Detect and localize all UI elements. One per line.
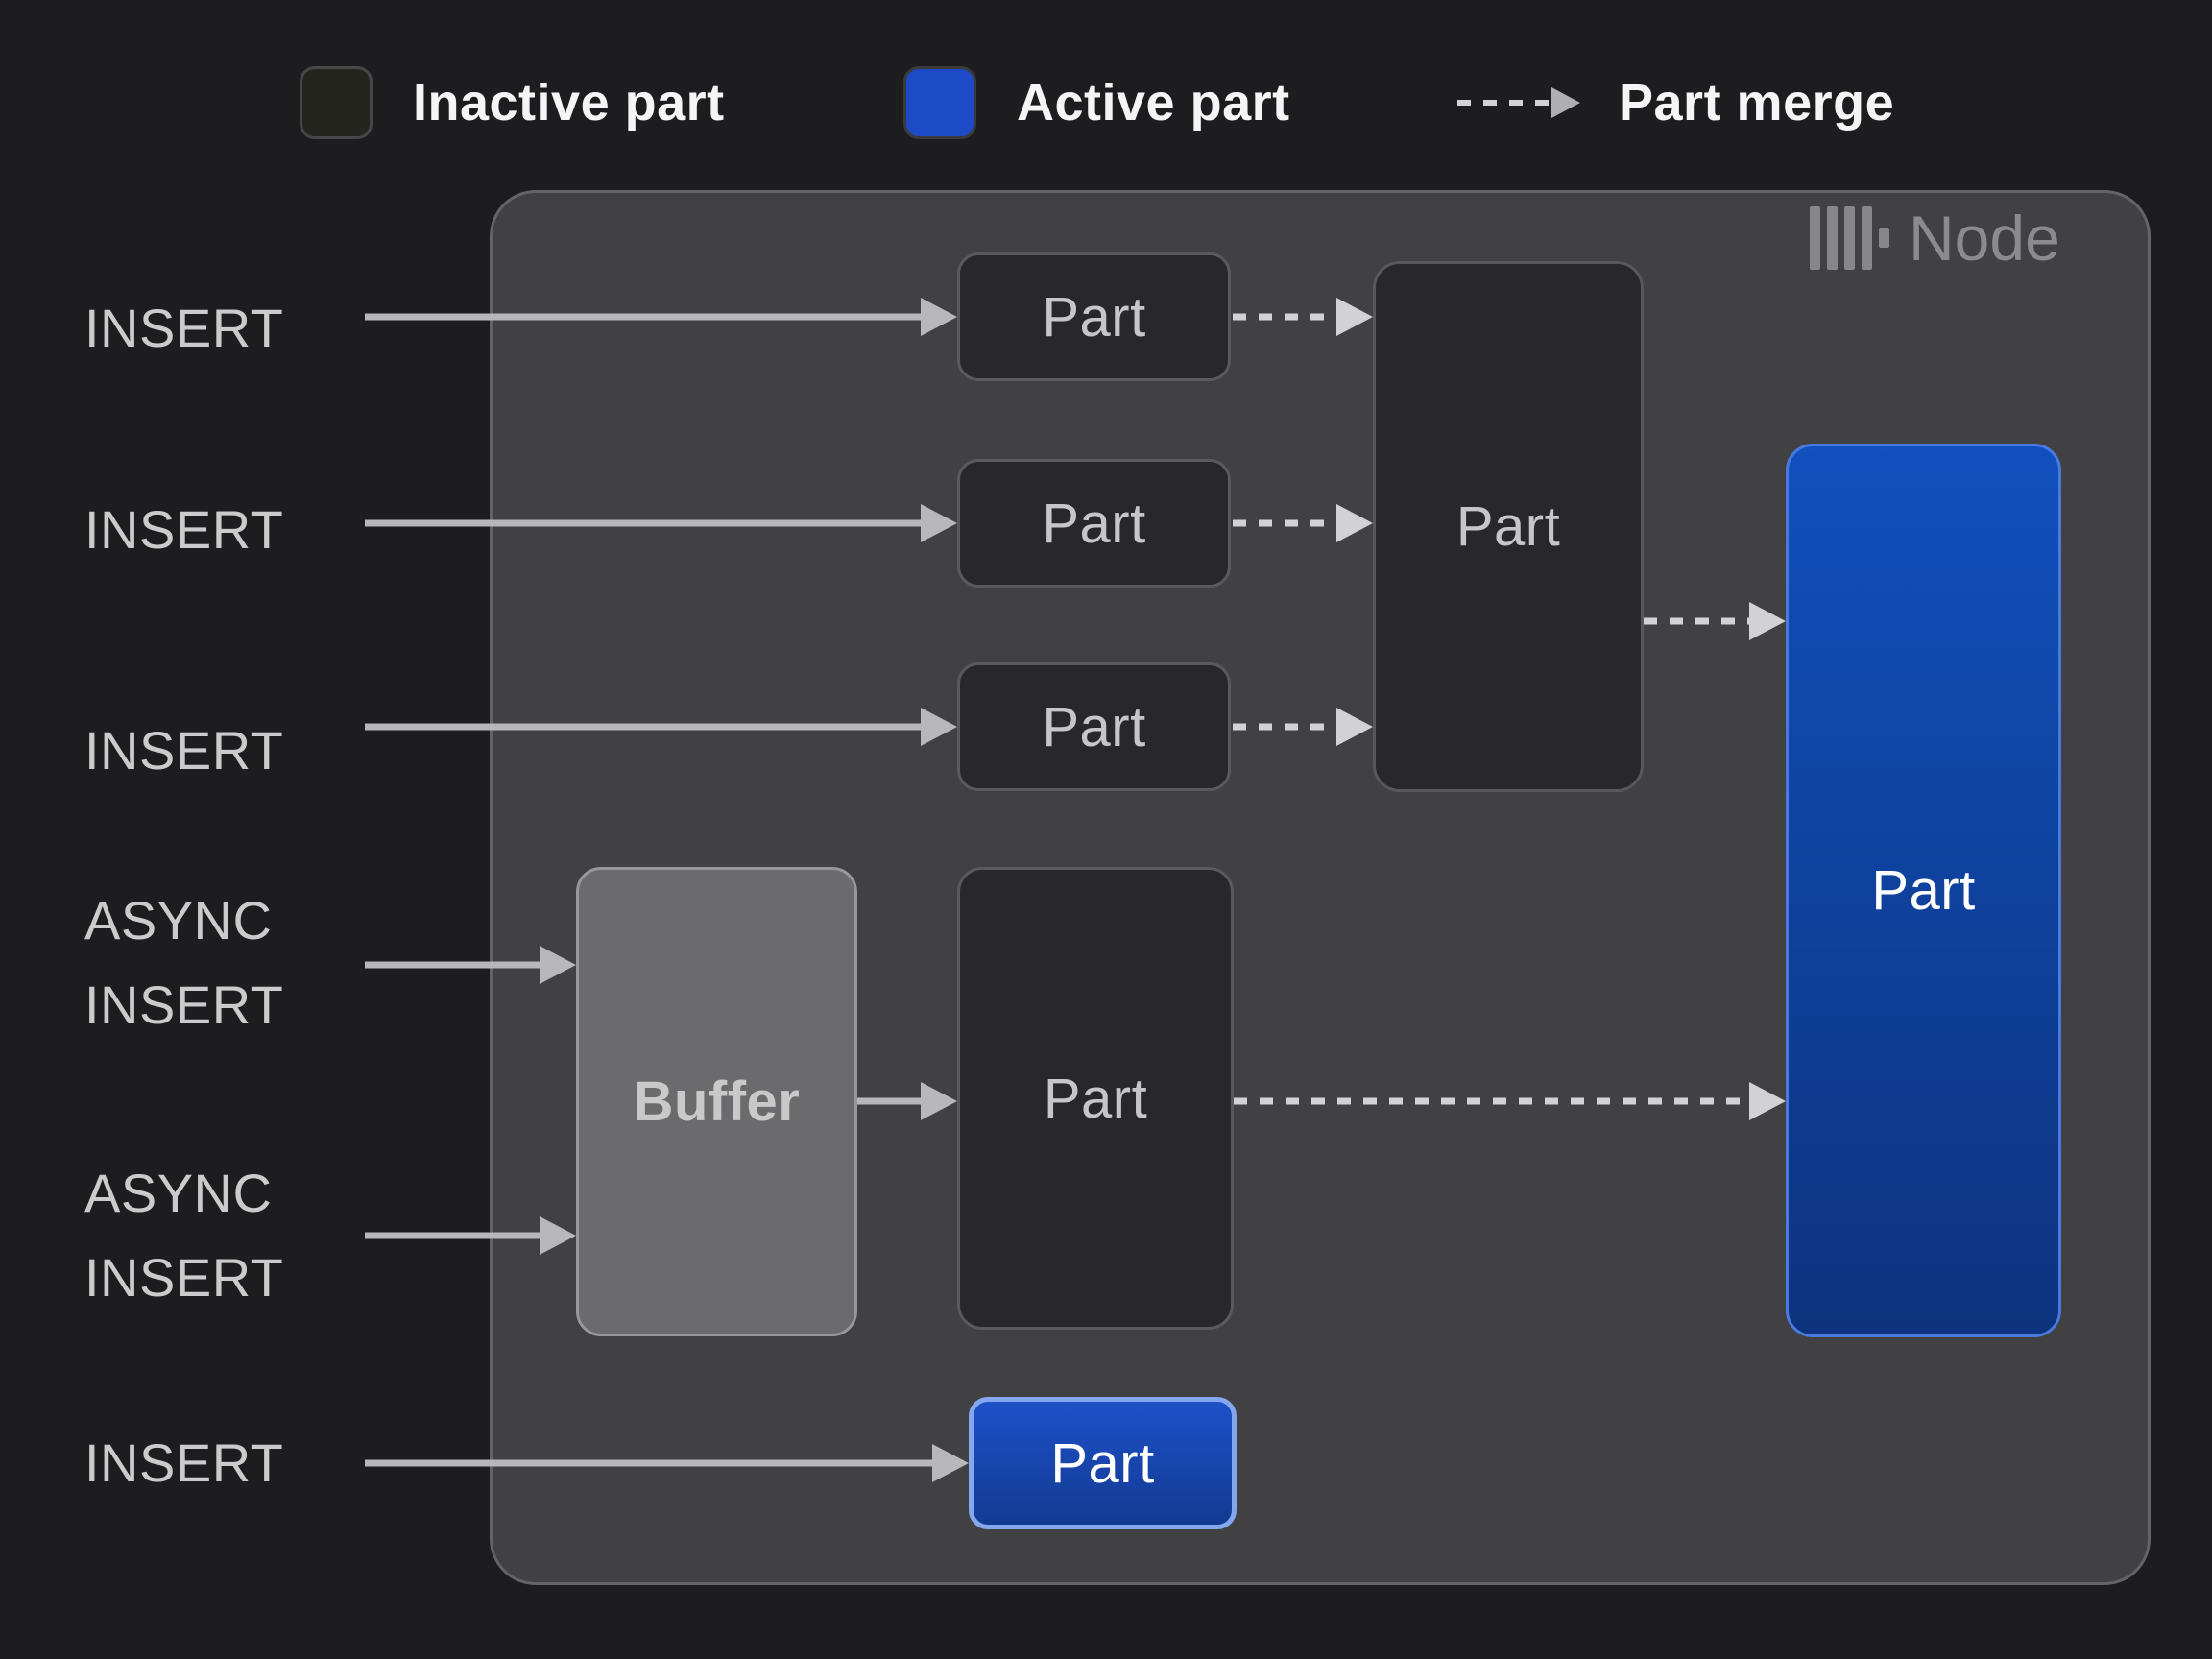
merge-arrow-part1: [1233, 296, 1373, 338]
async-insert-arrow-1: [365, 944, 576, 986]
merged-part-box: Part: [1373, 261, 1644, 792]
active-part-swatch-icon: [903, 66, 976, 139]
active-part-box-small: Part: [969, 1397, 1237, 1529]
insert-arrow-2: [365, 502, 957, 544]
inactive-part-swatch-icon: [300, 66, 373, 139]
arrow-head: [1551, 87, 1580, 118]
buffer-box-label: Buffer: [633, 1070, 801, 1133]
insert-label-4: INSERT: [84, 1432, 284, 1493]
merge-arrow-buffered-to-active: [1234, 1080, 1786, 1122]
part-box-label: Part: [1042, 492, 1146, 555]
bar-dot: [1879, 228, 1889, 248]
merge-arrow-merged-to-active: [1644, 600, 1786, 642]
legend-item-part-merge: Part merge: [1457, 69, 1894, 136]
arrow-head: [1336, 504, 1373, 542]
arrow-shaft: [365, 723, 925, 731]
arrow-head: [932, 1444, 969, 1482]
insert-arrow-1: [365, 296, 957, 338]
arrow-head: [1749, 602, 1786, 640]
arrow-shaft: [365, 961, 543, 969]
arrow-shaft: [365, 1232, 543, 1239]
active-part-box-large: Part: [1786, 444, 2061, 1337]
buffer-box: Buffer: [576, 867, 857, 1336]
legend-label-inactive: Inactive part: [413, 74, 725, 132]
arrow-shaft: [1233, 723, 1340, 731]
arrow-shaft: [1234, 1097, 1753, 1105]
insert-label-3: INSERT: [84, 720, 284, 781]
arrow-shaft: [857, 1097, 925, 1105]
async-insert-label-1: ASYNC INSERT: [84, 890, 284, 1035]
arrow-head: [1336, 298, 1373, 336]
legend-item-inactive-part: Inactive part: [300, 66, 725, 139]
clickhouse-bars-icon: [1810, 206, 1889, 270]
insert-label-1: INSERT: [84, 298, 284, 358]
part-box-label: Part: [1043, 1067, 1148, 1130]
insert-arrow-4: [365, 1442, 969, 1484]
bar: [1827, 206, 1838, 270]
arrow-head: [921, 298, 957, 336]
bar: [1844, 206, 1855, 270]
arrow-shaft: [1233, 313, 1340, 321]
arrow-head: [1749, 1082, 1786, 1120]
part-box-2: Part: [957, 459, 1231, 588]
arrow-shaft: [1644, 617, 1753, 625]
arrow-head: [921, 1082, 957, 1120]
buffer-to-part-arrow: [857, 1080, 957, 1122]
legend-label-merge: Part merge: [1619, 74, 1895, 132]
legend-item-active-part: Active part: [903, 66, 1290, 139]
part-box-3: Part: [957, 662, 1231, 791]
part-merge-arrow-icon: [1457, 85, 1580, 120]
part-box-label: Part: [1871, 859, 1976, 922]
arrow-shaft: [1457, 100, 1553, 106]
part-box-label: Part: [1042, 285, 1146, 349]
arrow-head: [921, 708, 957, 746]
part-box-label: Part: [1050, 1431, 1155, 1495]
insert-arrow-3: [365, 706, 957, 748]
arrow-head: [921, 504, 957, 542]
node-title: Node: [1909, 203, 2060, 274]
arrow-shaft: [365, 1459, 936, 1467]
arrow-head: [1336, 708, 1373, 746]
part-box-label: Part: [1042, 695, 1146, 758]
async-insert-label-2: ASYNC INSERT: [84, 1163, 284, 1308]
buffered-part-box: Part: [957, 867, 1234, 1330]
arrow-head: [540, 946, 576, 984]
bar: [1810, 206, 1820, 270]
merge-arrow-part3: [1233, 706, 1373, 748]
insert-label-2: INSERT: [84, 499, 284, 560]
part-box-label: Part: [1455, 495, 1561, 558]
bar: [1862, 206, 1872, 270]
arrow-shaft: [365, 313, 925, 321]
merge-arrow-part2: [1233, 502, 1373, 544]
part-box-1: Part: [957, 252, 1231, 381]
node-title-group: Node: [1810, 200, 2060, 276]
arrow-head: [540, 1216, 576, 1255]
async-insert-arrow-2: [365, 1214, 576, 1257]
arrow-shaft: [1233, 519, 1340, 527]
arrow-shaft: [365, 519, 925, 527]
legend-label-active: Active part: [1017, 74, 1290, 132]
